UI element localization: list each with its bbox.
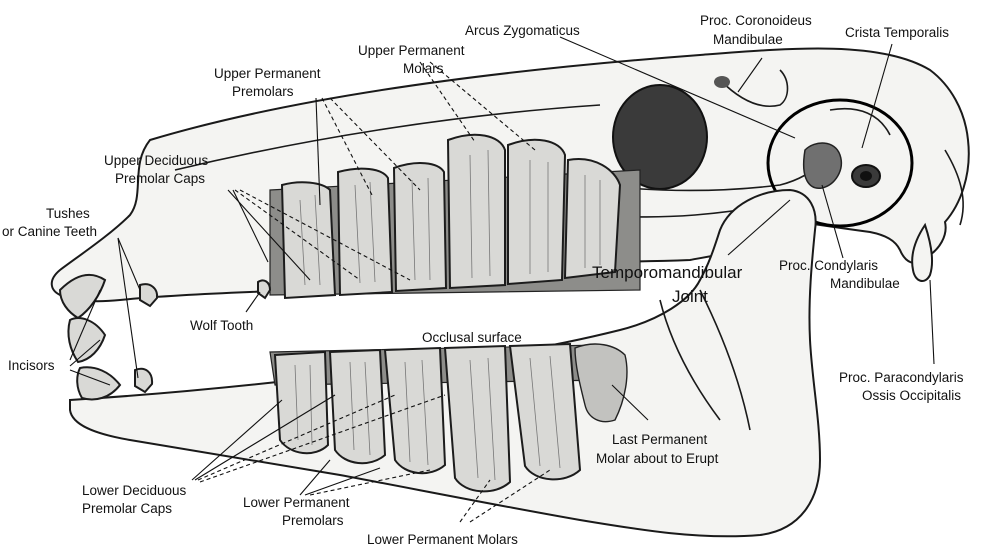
label-proc-paracondylaris-1: Proc. Paracondylaris <box>839 370 964 385</box>
label-occlusal-surface: Occlusal surface <box>422 330 522 345</box>
label-temporomandibular-1: Temporomandibular <box>592 263 743 282</box>
label-upper-perm-molars-1: Upper Permanent <box>358 43 465 58</box>
label-tushes-2: or Canine Teeth <box>2 224 97 239</box>
label-upper-decid-caps-2: Premolar Caps <box>115 171 205 186</box>
label-last-perm-molar-1: Last Permanent <box>612 432 708 447</box>
label-temporomandibular-2: Joint <box>672 287 708 306</box>
label-proc-paracondylaris-2: Ossis Occipitalis <box>862 388 961 403</box>
skull-icon <box>52 48 969 536</box>
label-wolf-tooth: Wolf Tooth <box>190 318 253 333</box>
label-upper-perm-molars-2: Molars <box>403 61 444 76</box>
label-proc-condylaris-2: Mandibulae <box>830 276 900 291</box>
label-incisors: Incisors <box>8 358 55 373</box>
label-arcus-zygomaticus: Arcus Zygomaticus <box>465 23 580 38</box>
label-lower-perm-molars: Lower Permanent Molars <box>367 532 518 547</box>
label-proc-condylaris-1: Proc. Condylaris <box>779 258 878 273</box>
label-upper-perm-premolars-1: Upper Permanent <box>214 66 321 81</box>
label-crista-temporalis: Crista Temporalis <box>845 25 949 40</box>
label-upper-perm-premolars-2: Premolars <box>232 84 294 99</box>
label-proc-coronoideus-1: Proc. Coronoideus <box>700 13 812 28</box>
label-tushes-1: Tushes <box>46 206 90 221</box>
label-lower-decid-caps-2: Premolar Caps <box>82 501 172 516</box>
label-lower-decid-caps-1: Lower Deciduous <box>82 483 187 498</box>
label-proc-coronoideus-2: Mandibulae <box>713 32 783 47</box>
label-upper-decid-caps-1: Upper Deciduous <box>104 153 209 168</box>
label-lower-perm-premolars-2: Premolars <box>282 513 344 528</box>
label-last-perm-molar-2: Molar about to Erupt <box>596 451 719 466</box>
label-lower-perm-premolars-1: Lower Permanent <box>243 495 350 510</box>
